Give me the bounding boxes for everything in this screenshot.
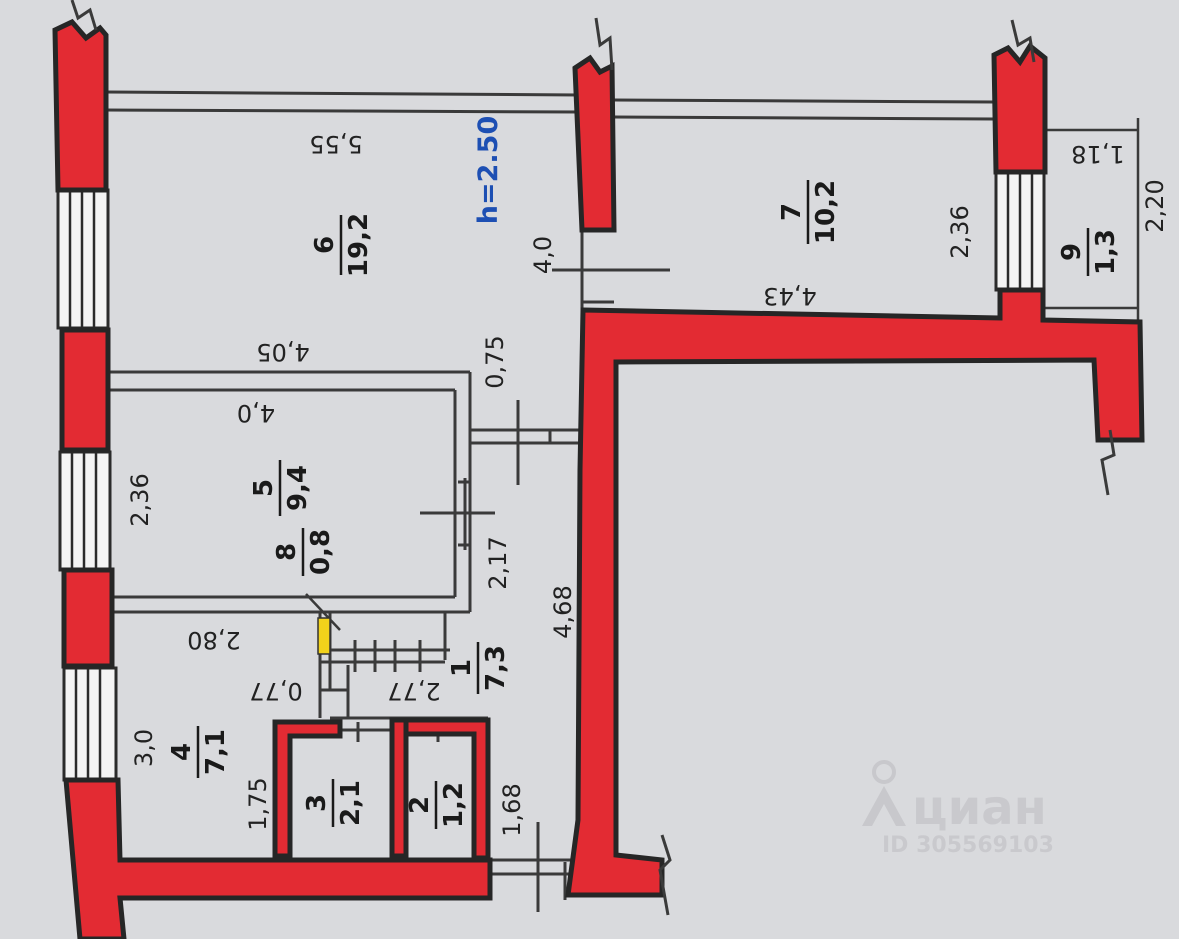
room-5-area: 9,4 [283,465,313,511]
room-6: 6 19,2 [310,213,374,277]
dim-3-0: 3,0 [130,729,158,767]
dim-0-77: 0,77 [249,677,302,705]
window-left-middle [58,450,112,572]
room-6-number: 6 [310,236,340,254]
room-1-number: 1 [447,659,477,677]
dim-1-68: 1,68 [498,783,526,836]
room-3: 3 2,1 [302,779,366,827]
dim-5-55: 5,55 [309,130,362,158]
watermark: циан ID 305569103 [862,760,1054,858]
room-8-area: 0,8 [306,529,336,575]
room-9: 9 1,3 [1057,228,1121,276]
room-labels: 6 19,2 7 10,2 9 1,3 5 9,4 8 0,8 1 7,3 [167,180,1121,829]
room-7: 7 10,2 [777,180,841,244]
dim-2-80: 2,80 [187,626,240,654]
wall-center-top [572,54,617,233]
dim-2-20: 2,20 [1141,179,1169,232]
wall-bottom-left [63,777,493,939]
room-4-area: 7,1 [201,729,231,775]
dim-0-75: 0,75 [481,335,509,388]
window-left-top [56,188,110,330]
dim-4-68: 4,68 [549,585,577,638]
wall-bath-mid [389,717,409,859]
room-8-number: 8 [272,543,302,561]
dim-4-05: 4,05 [256,338,309,366]
room-8: 8 0,8 [272,528,336,576]
wall-center [565,287,1145,898]
wall-left-1 [52,18,109,193]
dim-4-0-top: 4,0 [529,236,557,274]
room-3-area: 2,1 [336,780,366,826]
room-9-area: 1,3 [1091,229,1121,275]
dim-2-77: 2,77 [387,677,440,705]
room-2-area: 1,2 [439,782,469,828]
watermark-logo-icon [862,760,906,826]
room-1-area: 7,3 [481,645,511,691]
interior-lines [104,90,1140,912]
break-lines [70,0,1116,916]
room-2-number: 2 [405,796,435,814]
dim-4-43: 4,43 [763,282,816,310]
window-left-bottom [62,666,118,782]
wall-left-2 [59,327,111,453]
room-7-area: 10,2 [811,180,841,244]
watermark-id: ID 305569103 [882,833,1054,858]
dim-4-0-mid: 4,0 [237,399,275,427]
dim-2-36-left: 2,36 [126,473,154,526]
dim-1-18: 1,18 [1071,140,1124,168]
room-5: 5 9,4 [249,460,313,516]
walls [52,18,1145,939]
watermark-brand: циан [912,780,1047,836]
wall-bath-right [403,717,491,861]
room-4: 4 7,1 [167,726,231,778]
room-4-number: 4 [167,743,197,761]
wall-bath-left [272,719,343,859]
window-balcony [994,170,1046,292]
dim-2-36-top: 2,36 [946,205,974,258]
room-1: 1 7,3 [447,642,511,694]
dimension-labels: 5,55 4,43 1,18 4,05 4,0 2,80 0,77 2,77 4… [126,130,1169,837]
dim-1-75: 1,75 [244,777,272,830]
room-2: 2 1,2 [405,781,469,829]
room-9-number: 9 [1057,243,1087,261]
wall-left-3 [61,567,115,669]
room-6-area: 19,2 [344,213,374,277]
room-7-number: 7 [777,203,807,221]
vent-marker [317,617,331,655]
wall-right-top [991,42,1048,175]
dim-2-17: 2,17 [484,536,512,589]
room-5-number: 5 [249,479,279,497]
ceiling-height-label: h=2.50 [473,116,504,224]
room-3-number: 3 [302,794,332,812]
